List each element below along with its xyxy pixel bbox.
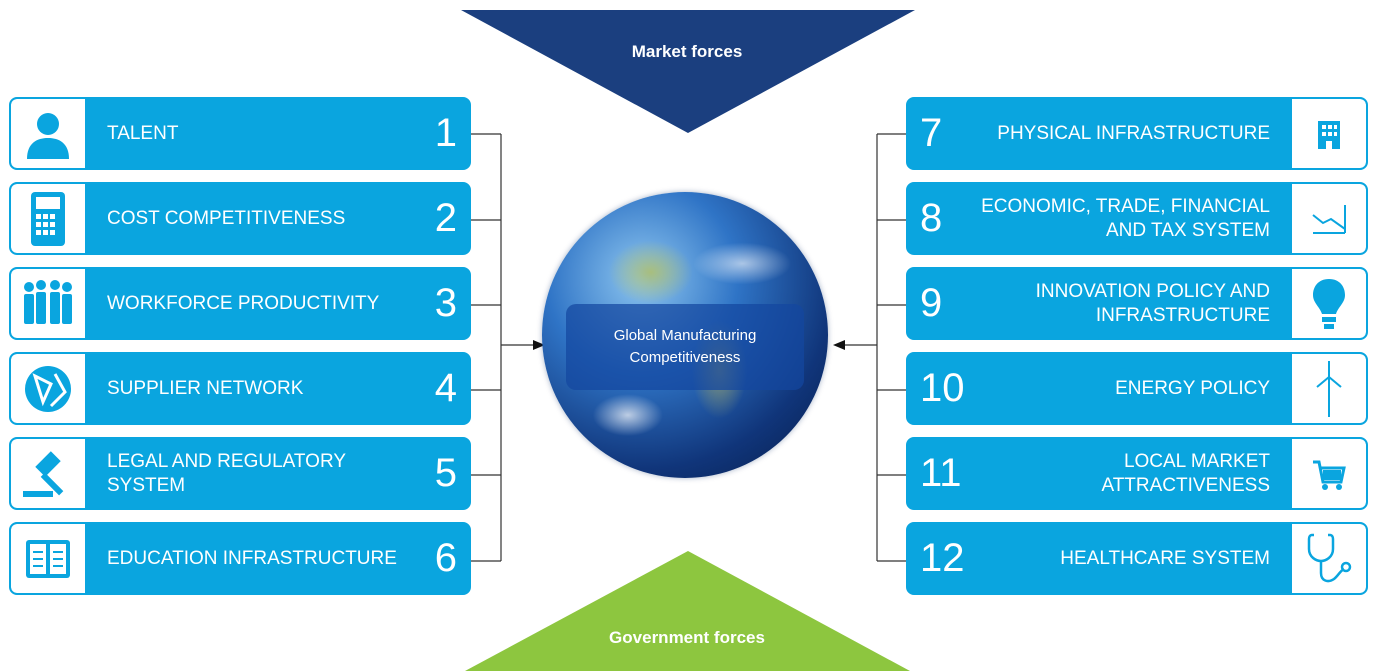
factor-supplier-network: SUPPLIER NETWORK 4 <box>9 352 471 425</box>
factor-number: 10 <box>920 366 965 410</box>
center-label-box: Global Manufacturing Competitiveness <box>566 304 804 390</box>
lightbulb-icon <box>1292 269 1366 338</box>
workforce-icon <box>11 269 85 338</box>
factor-label: PHYSICAL INFRASTRUCTURE <box>997 122 1270 144</box>
right-arrowhead <box>833 340 845 350</box>
wind-turbine-icon <box>1292 354 1366 423</box>
factor-label: ENERGY POLICY <box>1115 377 1270 399</box>
calculator-icon <box>11 184 85 253</box>
factor-education-infrastructure: EDUCATION INFRASTRUCTURE 6 <box>9 522 471 595</box>
factor-innovation-policy: 9 INNOVATION POLICY AND INFRASTRUCTURE <box>906 267 1368 340</box>
market-forces-triangle <box>461 10 915 133</box>
chart-icon <box>1292 184 1366 253</box>
factor-number: 9 <box>920 281 943 325</box>
globe-network-icon <box>11 354 85 423</box>
factor-number: 6 <box>434 536 457 580</box>
factor-energy-policy: 10 ENERGY POLICY <box>906 352 1368 425</box>
factor-cost-competitiveness: COST COMPETITIVENESS 2 <box>9 182 471 255</box>
shopping-cart-icon <box>1292 439 1366 508</box>
center-label-line2: Competitiveness <box>629 349 741 366</box>
factor-healthcare-system: 12 HEALTHCARE SYSTEM <box>906 522 1368 595</box>
factor-label: INNOVATION POLICY AND INFRASTRUCTURE <box>1035 280 1270 326</box>
factor-number: 4 <box>434 366 457 410</box>
factor-label: WORKFORCE PRODUCTIVITY <box>107 292 380 314</box>
book-icon <box>11 524 85 593</box>
center-label-line1: Global Manufacturing <box>613 327 757 344</box>
factor-local-market: 11 LOCAL MARKET ATTRACTIVENESS <box>906 437 1368 510</box>
factor-workforce-productivity: WORKFORCE PRODUCTIVITY 3 <box>9 267 471 340</box>
government-forces-triangle <box>465 551 910 671</box>
factor-number: 11 <box>920 451 962 495</box>
factor-number: 7 <box>920 111 943 155</box>
factor-physical-infrastructure: 7 PHYSICAL INFRASTRUCTURE <box>906 97 1368 170</box>
factor-number: 3 <box>434 281 457 325</box>
stethoscope-icon <box>1292 524 1366 593</box>
factor-number: 5 <box>434 451 457 495</box>
factor-label: TALENT <box>107 122 179 144</box>
factor-label: COST COMPETITIVENESS <box>107 207 346 229</box>
left-arrowhead <box>533 340 545 350</box>
factor-label: LEGAL AND REGULATORY SYSTEM <box>107 450 346 496</box>
factor-label: LOCAL MARKET ATTRACTIVENESS <box>1101 450 1270 496</box>
factor-label: SUPPLIER NETWORK <box>107 377 304 399</box>
factor-number: 12 <box>920 536 965 580</box>
factor-number: 2 <box>434 196 457 240</box>
factor-number: 1 <box>434 111 457 155</box>
factor-label: ECONOMIC, TRADE, FINANCIAL AND TAX SYSTE… <box>981 195 1270 241</box>
government-forces-label: Government forces <box>609 628 765 647</box>
factor-label: HEALTHCARE SYSTEM <box>1060 547 1270 569</box>
factor-number: 8 <box>920 196 943 240</box>
factor-legal-regulatory: LEGAL AND REGULATORY SYSTEM 5 <box>9 437 471 510</box>
factor-talent: TALENT 1 <box>9 97 471 170</box>
factor-label: EDUCATION INFRASTRUCTURE <box>107 547 397 569</box>
gavel-icon <box>11 439 85 508</box>
market-forces-label: Market forces <box>631 42 743 61</box>
factor-economic-trade: 8 ECONOMIC, TRADE, FINANCIAL AND TAX SYS… <box>906 182 1368 255</box>
person-icon <box>11 99 85 168</box>
building-icon <box>1292 99 1366 168</box>
